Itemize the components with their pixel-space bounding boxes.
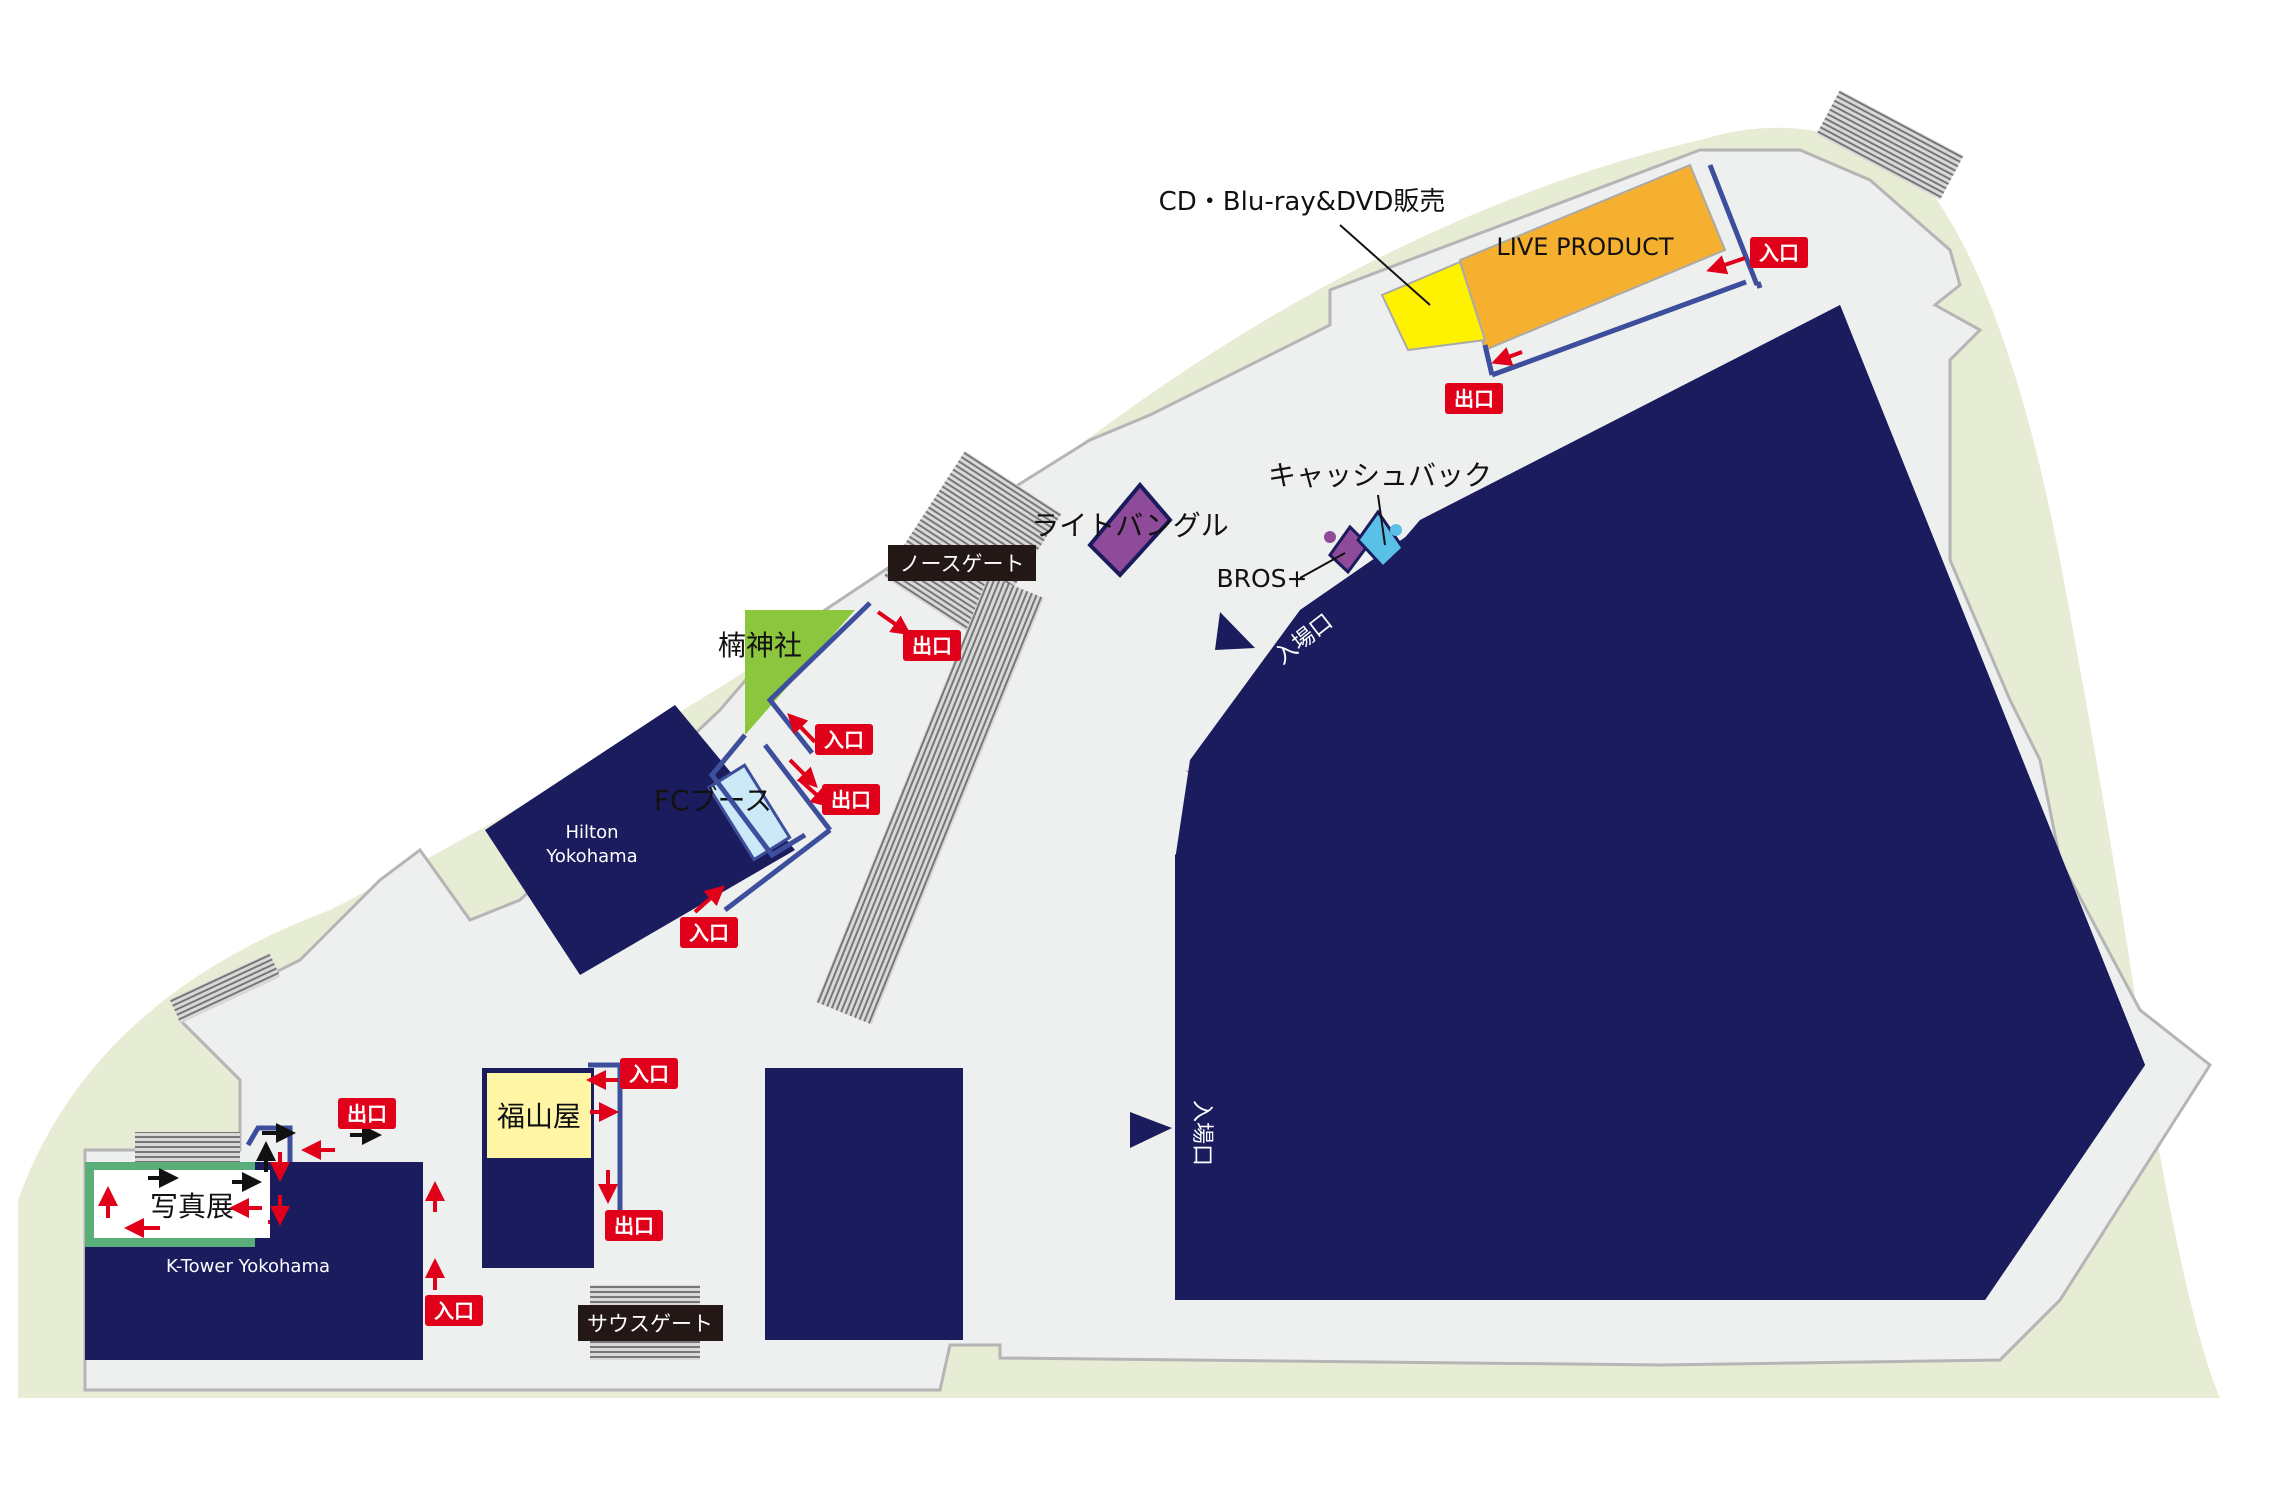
north-gate-plate [888,545,1036,581]
building-south-center [765,1068,963,1340]
cashback-booth [1356,509,1405,570]
hilton-label-line1: Hilton [565,822,618,843]
south-gate-plate [578,1305,723,1341]
bros-plus-marker-dot [1324,531,1336,543]
light-bangle-booth [1087,481,1173,578]
svg-text:入口: 入口 [1759,241,1799,265]
cashback-pointer [1377,494,1386,546]
main-arena-body [1175,305,2145,1300]
cd-bluray-dvd-booth [1380,260,1487,352]
svg-text:出口: 出口 [614,1214,654,1238]
flow-arrows-red [98,255,1746,1290]
exit-sign-live-product: 出口 [1445,383,1503,414]
entrance-sign-photo-exhibition: 入口 [425,1295,483,1326]
venue-entrance-marker-east [1130,1112,1172,1148]
fc-booth [706,763,792,862]
svg-text:入口: 入口 [434,1299,474,1323]
svg-text:出口: 出口 [831,788,871,812]
svg-text:入口: 入口 [824,728,864,752]
entrance-sign-live-product: 入口 [1750,237,1808,268]
photo-exhibition-label: 写真展 [150,1190,234,1223]
fc-booth-label: FCブース [654,784,772,817]
stairs-k-tower [135,1132,240,1162]
stairs-west [169,952,281,1024]
bros-plus-pointer [1299,552,1346,579]
stairs-northeast [1816,90,1964,200]
cashback-marker-dot [1390,524,1402,536]
svg-text:入口: 入口 [689,921,729,945]
light-bangle-label: ライトバングル [1031,509,1228,542]
svg-text:出口: 出口 [912,634,952,658]
exit-sign-north: 出口 [903,630,961,661]
fukuyamaya-label: 福山屋 [497,1100,581,1133]
venue-entrance-marker-north [1215,612,1255,650]
entrance-sign-fukuyamaya: 入口 [620,1058,678,1089]
venue-entrance-label-east: 入場口 [1189,1100,1214,1166]
entrance-sign-fc-booth: 入口 [680,917,738,948]
hilton-label-line2: Yokohama [545,846,637,867]
stairs-central [816,575,1044,1025]
svg-text:入口: 入口 [629,1062,669,1086]
exit-sign-fukuyamaya: 出口 [605,1210,663,1241]
live-product-label: LIVE PRODUCT [1496,233,1674,261]
svg-text:出口: 出口 [1454,387,1494,411]
svg-text:出口: 出口 [347,1102,387,1126]
hilton-yokohama-building [485,705,795,975]
fukuyamaya-booth [487,1073,591,1158]
cd-bluray-dvd-pointer [1339,224,1431,306]
k-tower-label: K-Tower Yokohama [166,1256,330,1277]
exit-sign-photo-exhibition: 出口 [338,1098,396,1129]
kusu-shrine-label: 楠神社 [718,629,802,662]
flow-arrows-black [148,1123,382,1192]
south-gate-label: サウスゲート [587,1312,713,1336]
cd-bluray-dvd-label: CD・Blu-ray&DVD販売 [1159,187,1446,217]
entrance-sign-shrine-queue: 入口 [815,724,873,755]
north-gate-label: ノースゲート [900,552,1025,576]
bros-plus-label: BROS+ [1216,564,1307,593]
cashback-label: キャッシュバック [1268,459,1492,492]
exit-sign-fc-booth: 出口 [822,784,880,815]
